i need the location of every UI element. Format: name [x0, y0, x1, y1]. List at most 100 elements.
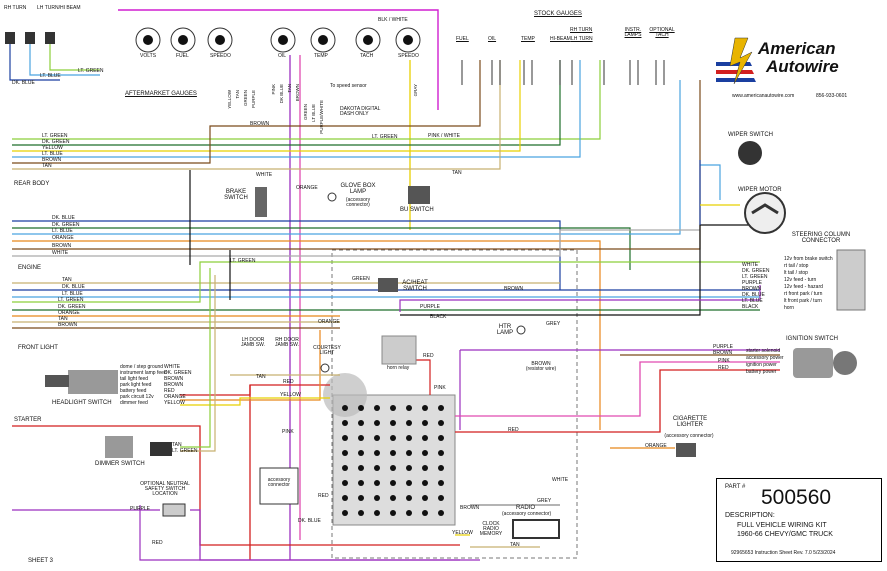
mid-wire-label: RED [152, 540, 163, 546]
wire-black [189, 170, 778, 316]
stock-lhturn-header: LH TURN [571, 36, 593, 42]
fuse-terminal [406, 435, 412, 441]
part-info-box: PART # 500560 DESCRIPTION: FULL VEHICLE … [716, 478, 882, 562]
left-wire-label: TAN [42, 163, 52, 169]
gauge-temp-label: TEMP [314, 53, 328, 59]
ignition-pin: ignition power [746, 362, 777, 368]
mid-wire-label: RED [508, 427, 519, 433]
fuse-terminal [390, 480, 396, 486]
logo-text-autowire: Autowire [766, 57, 839, 76]
stock-gauges-title: STOCK GAUGES [534, 11, 582, 17]
wire-ltblue [12, 60, 581, 158]
fuse-terminal [438, 495, 444, 501]
rh-door-label: RH DOOR JAMB SW. [275, 337, 299, 348]
steering-column-connector [836, 249, 866, 311]
steering-pin: 12v feed - turn [784, 277, 817, 283]
lt-blue-label: LT. BLUE [40, 73, 61, 79]
fuse-terminal [422, 450, 428, 456]
logo-phone: 856-933-0601 [816, 93, 848, 99]
engine-wire-label: LT. BLUE [62, 291, 83, 297]
wire-tan [180, 275, 216, 452]
fuse-terminal [374, 450, 380, 456]
wire-ltblue [29, 44, 100, 76]
wire-ltblue [12, 80, 681, 235]
fuse-terminal [374, 405, 380, 411]
rh-turn-label: RH TURN [4, 5, 27, 11]
aftermarket-wire-label: GRAY [413, 84, 418, 97]
resistor-wire-label: BROWN (resistor wire) [525, 361, 557, 372]
courtesy-light-bulb [320, 363, 330, 373]
horn-relay-label: horn relay [387, 365, 410, 371]
fuse-terminal [406, 420, 412, 426]
headlight-wire: RED [164, 388, 175, 394]
brake-switch-label: BRAKE SWITCH [224, 189, 248, 201]
headlight-switch-body [68, 370, 118, 394]
ignition-wire: PINK [718, 358, 730, 364]
fuse-terminal [438, 450, 444, 456]
wire-red [180, 384, 330, 396]
horn-relay-body [381, 335, 417, 365]
engine-wire-label: LT. GREEN [58, 297, 84, 303]
wiper-switch-label: WIPER SWITCH [728, 132, 773, 138]
fuse-terminal [374, 510, 380, 516]
wiper-switch [738, 141, 762, 165]
fuse-terminal [438, 510, 444, 516]
wiper-motor-label: WIPER MOTOR [738, 187, 782, 193]
description-line2: 1960-66 CHEVY/GMC TRUCK [737, 531, 833, 538]
lh-door-label: LH DOOR JAMB SW. [241, 337, 265, 348]
fuse-terminal [358, 480, 364, 486]
mid-wire-label: PINK / WHITE [428, 133, 460, 139]
aftermarket-wire-label: PINK [271, 84, 276, 95]
ignition-pin: battery power [746, 369, 777, 375]
mid-wire-label: LT. GREEN [172, 448, 198, 454]
fuse-terminals [342, 405, 444, 516]
fuse-terminal [422, 510, 428, 516]
fuse-terminal [406, 495, 412, 501]
fuse-terminal [374, 435, 380, 441]
radio-label: RADIO [516, 505, 536, 511]
rear-wire-label: ORANGE [52, 235, 74, 241]
engine-wire-label: TAN [58, 316, 68, 322]
rh-turn-connector [5, 32, 15, 44]
gauge-tach-label: TACH [360, 53, 374, 59]
fuse-terminal [390, 495, 396, 501]
fuse-terminal [342, 510, 348, 516]
engine-wire-label: BROWN [58, 322, 78, 328]
steering-pin: rt tail / stop [784, 263, 809, 269]
engine-wire-label: DK. BLUE [62, 284, 85, 290]
mid-wire-label: TAN [172, 442, 182, 448]
steering-wire: DK. BLUE [742, 292, 765, 298]
mid-wire-label: LT. GREEN [372, 134, 398, 140]
mid-wire-label: BROWN [250, 121, 270, 127]
fuse-terminal [406, 405, 412, 411]
ignition-wire: PURPLE [713, 344, 734, 350]
fuse-terminal [374, 420, 380, 426]
stock-hibeam-header: HI-BEAM [550, 36, 571, 42]
wire-dkgreen [12, 60, 561, 146]
fuse-terminal [358, 465, 364, 471]
fuse-terminal [438, 420, 444, 426]
mid-wire-label: TAN [510, 542, 520, 548]
rear-wire-label: DK. BLUE [52, 215, 75, 221]
wiper-motor-arm [751, 203, 779, 215]
mid-wire-label: LT. GREEN [230, 258, 256, 264]
mid-wire-label: ORANGE [318, 319, 340, 325]
fuse-terminal [358, 450, 364, 456]
gauge-speedo-label: SPEEDO [210, 53, 231, 59]
headlight-wire: BROWN [164, 376, 184, 382]
courtesy-light-label: COURTESY LIGHT [313, 345, 341, 356]
stock-gauge-terminals [461, 60, 665, 85]
fuse-terminal [358, 435, 364, 441]
description-line1: FULL VEHICLE WIRING KIT [737, 522, 827, 529]
fuse-terminal [374, 495, 380, 501]
left-wire-label: YELLOW [42, 145, 63, 151]
section-front-light: FRONT LIGHT [18, 345, 58, 351]
logo-text-american: American [758, 39, 836, 58]
aftermarket-wire-label: LT BLUE [311, 104, 316, 122]
mid-wire-label: BROWN [504, 286, 524, 292]
fuse-terminal [342, 435, 348, 441]
wire-ltgreen [49, 44, 100, 71]
cigarette-lighter [676, 443, 696, 457]
left-wire-label: BROWN [42, 157, 62, 163]
